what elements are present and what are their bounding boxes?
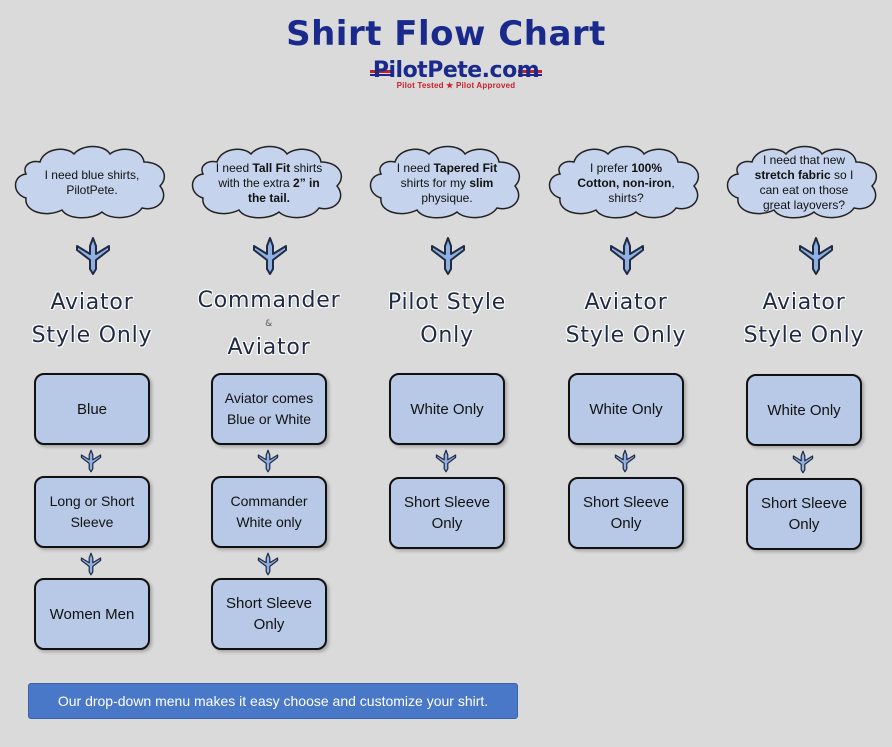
flow-step-text: Long or Short Sleeve: [49, 493, 135, 530]
thought-cloud: I prefer 100% Cotton, non-iron, shirts?: [544, 142, 708, 220]
thought-text: I need Tall Fit shirts with the extra 2”…: [211, 154, 327, 212]
thought-text-bold: slim: [469, 175, 494, 190]
airplane-connector-icon: [791, 450, 815, 479]
thought-text-part: I need: [215, 160, 253, 175]
thought-text-part: I need: [396, 160, 434, 175]
thought-text: I need that new stretch fabric so I can …: [746, 153, 862, 212]
thought-text-bold: 100% Cotton, non-iron: [577, 160, 672, 190]
style-label: Commander & Aviator: [179, 284, 359, 364]
logo-stripe-right: [518, 70, 542, 76]
style-label-line: Pilot Style: [387, 290, 507, 315]
cloud-shape: [14, 145, 165, 219]
airplane-arrow-icon: [428, 236, 468, 281]
thought-text-part: shirts with the extra: [218, 160, 323, 190]
thought-text-part: I prefer: [589, 160, 632, 175]
logo-tagline: Pilot Tested ★ Pilot Approved: [396, 81, 516, 90]
flow-column-3: I need Tapered Fit shirts for my slim ph…: [357, 0, 537, 747]
flow-step-text: Women Men: [49, 605, 135, 623]
thought-text-part: so I can eat on those great layovers?: [759, 168, 854, 212]
thought-text-bold: Tall Fit: [252, 160, 291, 175]
thought-text-part: I need blue shirts, PilotPete.: [44, 168, 140, 197]
logo-stripe-left: [370, 70, 394, 76]
flow-column-4: I prefer 100% Cotton, non-iron, shirts? …: [536, 0, 716, 747]
flow-step-box[interactable]: Long or Short Sleeve: [34, 476, 150, 548]
flow-step-box[interactable]: White Only: [746, 374, 862, 446]
thought-text: I need Tapered Fit shirts for my slim ph…: [389, 154, 505, 212]
flow-step-box[interactable]: Short Sleeve Only: [568, 477, 684, 549]
thought-text-bold: 2” in the tail.: [247, 175, 320, 205]
flow-step-text: White Only: [767, 401, 841, 419]
flow-step-text: Commander White only: [230, 493, 308, 530]
flow-step-text: Short Sleeve Only: [583, 494, 669, 532]
flow-step-box[interactable]: White Only: [568, 373, 684, 445]
flow-step-text: Short Sleeve Only: [404, 494, 490, 532]
airplane-connector-icon: [613, 449, 637, 478]
flow-step-box[interactable]: Commander White only: [211, 476, 327, 548]
airplane-arrow-icon: [607, 236, 647, 281]
style-label-line: Aviator: [50, 290, 134, 315]
style-label-line: &: [265, 319, 273, 329]
flow-column-2: I need Tall Fit shirts with the extra 2”…: [179, 0, 359, 747]
style-label-line: Aviator: [584, 290, 668, 315]
flow-step-text: Short Sleeve Only: [226, 595, 312, 633]
airplane-connector-icon: [434, 449, 458, 478]
cloud-shape: [726, 145, 877, 219]
page-title: Shirt Flow Chart: [286, 14, 606, 54]
flow-step-text: Blue: [76, 400, 108, 418]
thought-cloud: I need Tall Fit shirts with the extra 2”…: [187, 142, 351, 220]
logo-name: PilotPete.com: [372, 58, 540, 83]
thought-text-part: , shirts?: [608, 175, 675, 205]
airplane-connector-icon: [79, 449, 103, 478]
cloud-shape: [191, 145, 342, 219]
flow-step-box[interactable]: Short Sleeve Only: [211, 578, 327, 650]
thought-text: I prefer 100% Cotton, non-iron, shirts?: [568, 154, 684, 212]
flow-step-box[interactable]: Aviator comes Blue or White: [211, 373, 327, 445]
thought-text-bold: stretch fabric: [754, 168, 831, 182]
thought-cloud: I need Tapered Fit shirts for my slim ph…: [365, 142, 529, 220]
flow-step-text: Short Sleeve Only: [761, 495, 847, 533]
flow-step-box[interactable]: Short Sleeve Only: [746, 478, 862, 550]
thought-text-part: shirts for my: [400, 175, 470, 190]
flow-step-text: Aviator comes Blue or White: [224, 390, 314, 427]
flow-step-box[interactable]: Blue: [34, 373, 150, 445]
thought-text-part: I need that new: [762, 153, 846, 167]
flow-step-box[interactable]: White Only: [389, 373, 505, 445]
style-label-line: Style Only: [565, 323, 687, 348]
cloud-shape: [548, 145, 699, 219]
thought-text-bold: Tapered Fit: [433, 160, 498, 175]
thought-cloud: I need blue shirts, PilotPete.: [10, 142, 174, 220]
airplane-arrow-icon: [73, 236, 113, 281]
flow-step-box[interactable]: Women Men: [34, 578, 150, 650]
airplane-arrow-icon: [796, 236, 836, 281]
cloud-shape: [369, 145, 520, 219]
thought-text-part: physique.: [421, 190, 473, 205]
style-label-line: Only: [420, 323, 474, 348]
thought-text: I need blue shirts, PilotPete.: [34, 154, 150, 212]
style-label-line: Aviator: [227, 335, 311, 360]
airplane-connector-icon: [256, 552, 280, 581]
airplane-connector-icon: [79, 552, 103, 581]
flow-column-5: I need that new stretch fabric so I can …: [714, 0, 892, 747]
info-banner[interactable]: Our drop-down menu makes it easy choose …: [28, 683, 518, 719]
flow-step-text: White Only: [410, 400, 484, 418]
flow-step-text: White Only: [589, 400, 663, 418]
airplane-arrow-icon: [250, 236, 290, 281]
airplane-connector-icon: [256, 449, 280, 478]
style-label-line: Style Only: [743, 323, 865, 348]
style-label-line: Style Only: [31, 323, 153, 348]
thought-cloud: I need that new stretch fabric so I can …: [722, 142, 886, 220]
flow-step-box[interactable]: Short Sleeve Only: [389, 477, 505, 549]
style-label-line: Aviator: [762, 290, 846, 315]
pilotpete-logo[interactable]: PilotPete.com Pilot Tested ★ Pilot Appro…: [356, 56, 556, 96]
style-label-line: Commander: [197, 288, 341, 313]
